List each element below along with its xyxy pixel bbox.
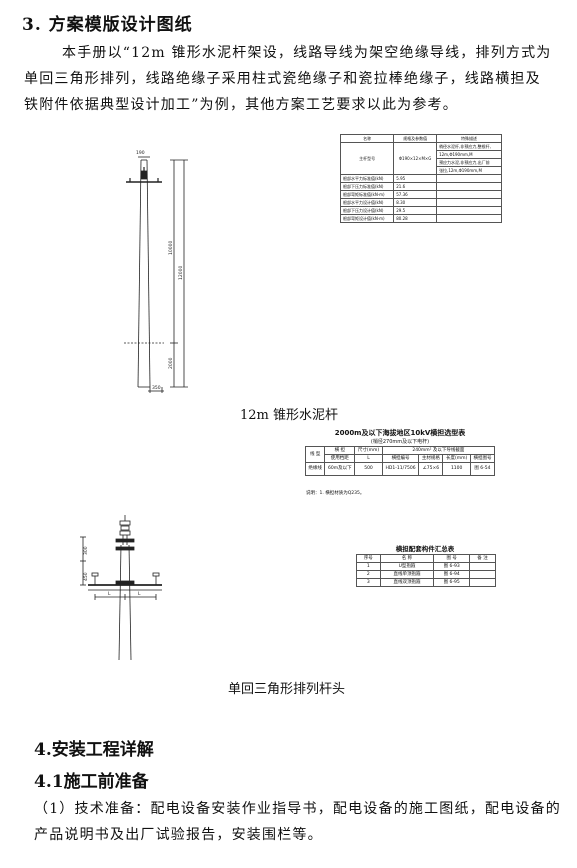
section-4-heading: 4.安装工程详解 [34, 740, 154, 760]
section-3-paragraph: 本手册以“12m 锥形水泥杆架设，线路导线为架空绝缘导线，排列方式为 单回三角形… [24, 40, 556, 118]
table-header: 名称 [339, 134, 395, 143]
components-table-title: 横担配套构件汇总表 [395, 545, 455, 553]
pole-drawing: 190 10000 12000 2000 350 [124, 150, 188, 393]
crossarm-table-subtitle: (梢径270mm及以下电杆) [370, 439, 430, 445]
table-row: 根部弯矩标准值(kN·m)57.36 [339, 190, 502, 199]
figure-caption: 12m 锥形水泥杆 [240, 408, 339, 423]
figure-caption: 单回三角形排列杆头 [228, 682, 346, 697]
section-4-1-paragraph: （1）技术准备：配电设备安装作业指导书，配电设备的施工图纸，配电设备的 产品说明… [34, 796, 564, 848]
crossarm-selection-table: 线 型 横 担 尺寸(mm) 240mm² 及以下导线截面 使用档距 L 横担编… [304, 446, 496, 476]
dim-base-label: 350 [152, 385, 161, 391]
table-row: 绝缘线 60m及以下 500 HD1-11/7506 ∠75×6 1100 图 … [304, 462, 496, 476]
section-3-heading: 3. 方案模版设计图纸 [22, 15, 193, 35]
table-row: 根部弯矩设计值(kN·m)80.28 [339, 214, 502, 223]
dim-bottom-label: 450 [83, 572, 89, 581]
dim-top-label: 300 [83, 546, 89, 555]
dim-top-label: 190 [136, 150, 145, 156]
table-row: 根部下压力设计值(kN)29.5 [339, 206, 502, 215]
table-row: 根部下压力标准值(kN)21.6 [339, 182, 502, 191]
dim-mid-label: 10000 [168, 241, 174, 255]
table-header: 特殊描述 [436, 134, 502, 143]
paragraph-line: 铁附件依据典型设计加工”为例，其他方案工艺要求以此为参考。 [24, 97, 458, 113]
table-header: 规格及参数值 [393, 134, 438, 143]
pole-parameter-table: 名称 规格及参数值 特殊描述 主杆型号 Φ190×12×M×G 梢径水泥杆,非预… [339, 134, 502, 223]
dim-bottom-label: 2000 [168, 357, 174, 369]
dim-total-label: 12000 [178, 266, 184, 280]
crossarm-table-title: 2000m及以下海拔地区10kV横担选型表 [334, 429, 466, 437]
paragraph-line: 单回三角形排列，线路绝缘子采用柱式瓷绝缘子和瓷拉棒绝缘子，线路横担及 [24, 71, 541, 87]
paragraph-line: （1）技术准备：配电设备安装作业指导书，配电设备的施工图纸，配电设备的 [34, 801, 561, 817]
paragraph-line: 本手册以“12m 锥形水泥杆架设，线路导线为架空绝缘导线，排列方式为 [62, 45, 552, 61]
table-row: 主杆型号 Φ190×12×M×G 梢径水泥杆,非预应力,整根杆, [339, 142, 502, 175]
pole-head-drawing: 300 450 L L [80, 515, 162, 661]
paragraph-line: 产品说明书及出厂试验报告，安装围栏等。 [34, 827, 323, 843]
table-row: 根部水平力设计值(kN)8.30 [339, 198, 502, 207]
dim-l-label: L [108, 591, 111, 597]
crossarm-table-note: 说明：1. 横担材质为Q235。 [306, 491, 365, 496]
section-4-1-heading: 4.1施工前准备 [34, 772, 149, 792]
dim-l-label: L [138, 591, 141, 597]
table-row: 根部水平力标准值(kN)5.95 [339, 174, 502, 183]
